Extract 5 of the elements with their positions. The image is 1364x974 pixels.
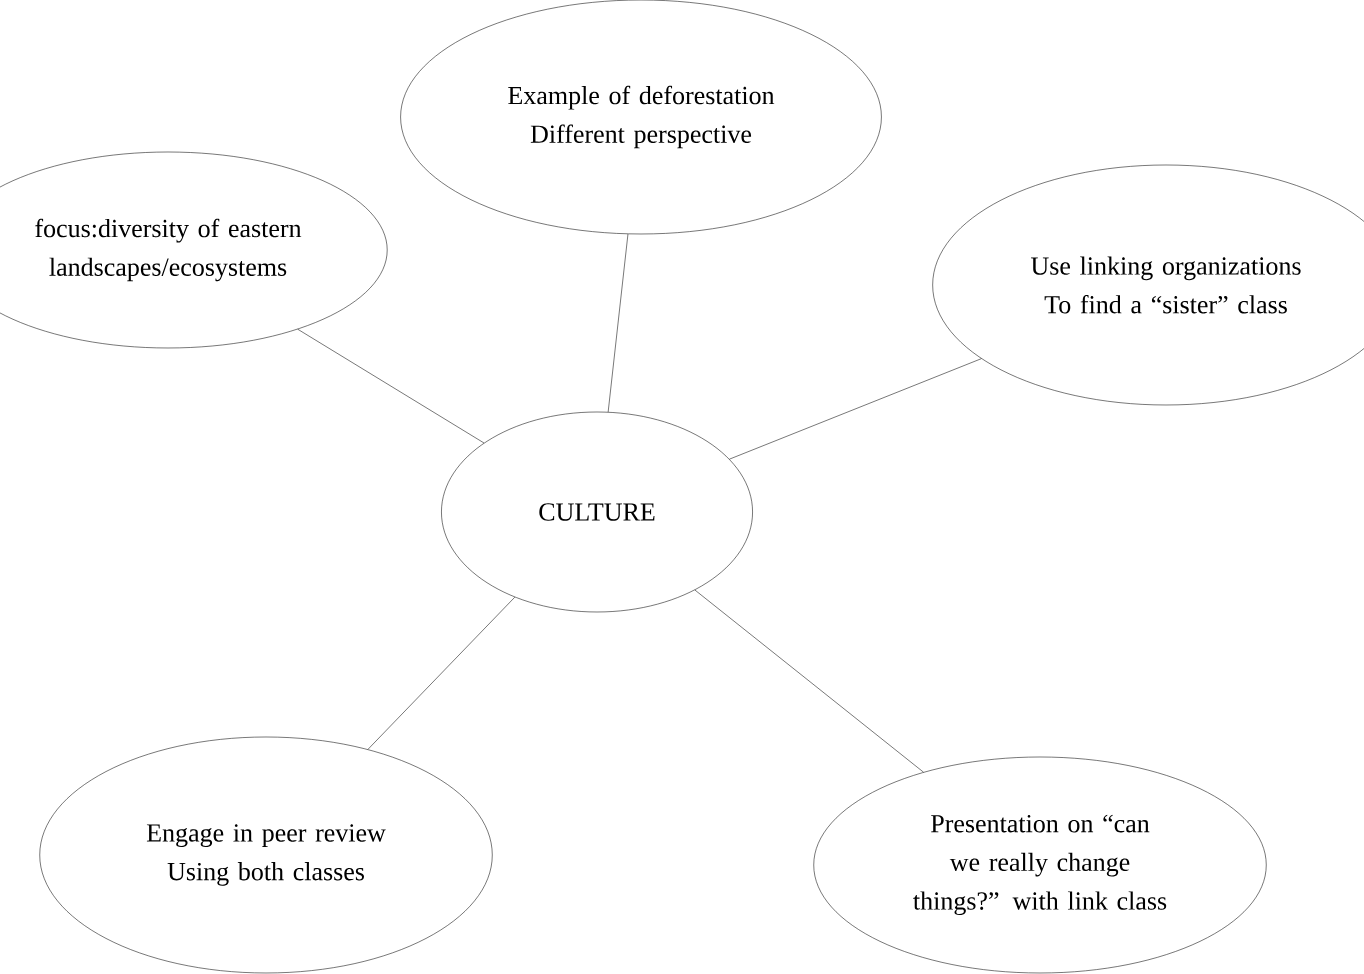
connector-line — [297, 329, 485, 444]
connector-line — [694, 589, 924, 773]
connector-line — [367, 596, 516, 750]
connector-line — [607, 233, 629, 413]
connector-line — [729, 358, 982, 460]
